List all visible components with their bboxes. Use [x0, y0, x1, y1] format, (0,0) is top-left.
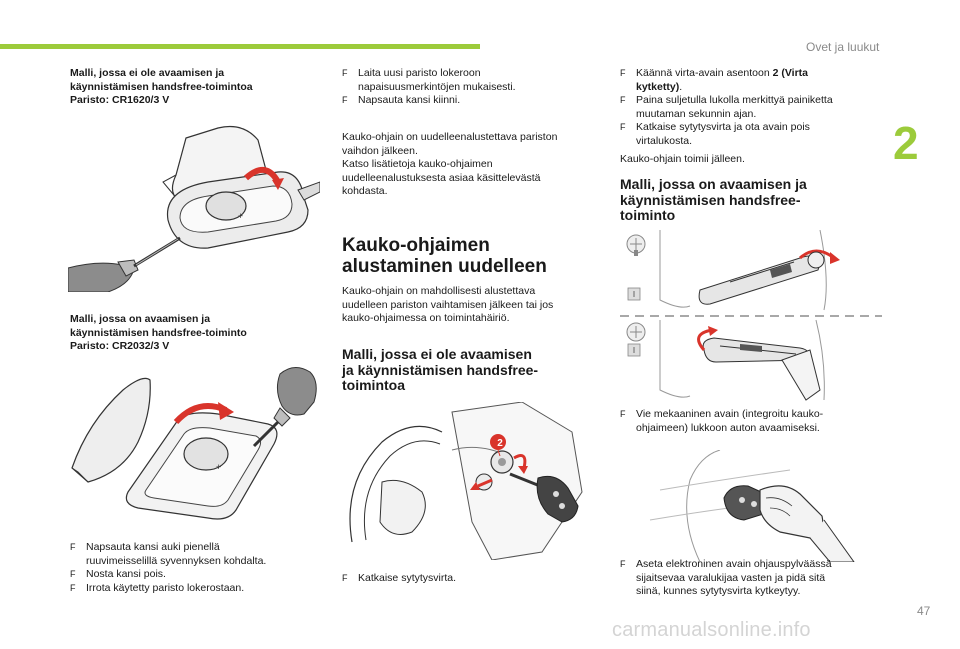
- list-item: F Napsauta kansi auki pienellä ruuvimeis…: [70, 541, 267, 567]
- key-fob-battery-illustration-2: +: [68, 362, 320, 534]
- header-accent-bar: [0, 44, 480, 49]
- list-item: F Käännä virta-avain asentoon 2 (Virta k…: [620, 67, 809, 93]
- col3-mid-bullet: F Vie mekaaninen avain (integroitu kauko…: [620, 408, 882, 435]
- col2-bullet-list: F Laita uusi paristo lokeroon napaisuusm…: [342, 67, 602, 108]
- backup-reader-illustration: [620, 450, 882, 562]
- chapter-number: 2: [893, 117, 919, 169]
- after-note: Kauko-ohjain toimii jälleen.: [620, 153, 745, 165]
- col3-bottom-bullet: F Aseta elektroninen avain ohjauspylvääs…: [620, 558, 882, 599]
- page-number: 47: [917, 604, 931, 618]
- col3-bullet-list: F Käännä virta-avain asentoon 2 (Virta k…: [620, 67, 882, 148]
- battery-label-2: Malli, jossa on avaamisen ja käynnistämi…: [70, 313, 247, 352]
- list-item: F Katkaise sytytysvirta.: [342, 572, 457, 584]
- list-item: F Vie mekaaninen avain (integroitu kauko…: [620, 408, 824, 434]
- list-item: F Laita uusi paristo lokeroon napaisuusm…: [342, 67, 516, 93]
- svg-text:+: +: [216, 462, 221, 472]
- col1-bullet-list: F Napsauta kansi auki pienellä ruuvimeis…: [70, 541, 320, 595]
- section-heading: Kauko-ohjaimen alustaminen uudelleen: [342, 235, 547, 277]
- list-item: F Nosta kansi pois.: [70, 568, 166, 580]
- list-item: F Aseta elektroninen avain ohjauspylvääs…: [620, 558, 832, 597]
- list-item: F Paina suljetulla lukolla merkittyä pai…: [620, 94, 833, 120]
- subheading: Malli, jossa ei ole avaamisen ja käynnis…: [342, 346, 539, 393]
- door-lock-illustration: [620, 230, 882, 410]
- watermark: carmanualsonline.info: [612, 619, 811, 641]
- list-item: F Irrota käytetty paristo lokerostaan.: [70, 581, 245, 594]
- svg-text:+: +: [238, 211, 243, 221]
- key-fob-battery-illustration-1: +: [68, 120, 320, 292]
- ignition-key-illustration: [342, 402, 594, 560]
- subheading-handsfree: Malli, jossa on avaamisen ja käynnistämi…: [620, 176, 807, 223]
- reinit-intro: Kauko-ohjain on mahdollisesti alustettav…: [342, 285, 554, 324]
- list-item: F Katkaise sytytysvirta ja ota avain poi…: [620, 121, 810, 147]
- reinit-note: Kauko-ohjain on uudelleenalustettava par…: [342, 131, 558, 197]
- battery-label-1: Malli, jossa ei ole avaamisen ja käynnis…: [70, 67, 253, 106]
- col2-bottom-bullet: F Katkaise sytytysvirta.: [342, 572, 602, 586]
- list-item: F Napsauta kansi kiinni.: [342, 94, 461, 106]
- section-title: Ovet ja luukut: [806, 40, 880, 54]
- callout-number: 2: [497, 438, 503, 449]
